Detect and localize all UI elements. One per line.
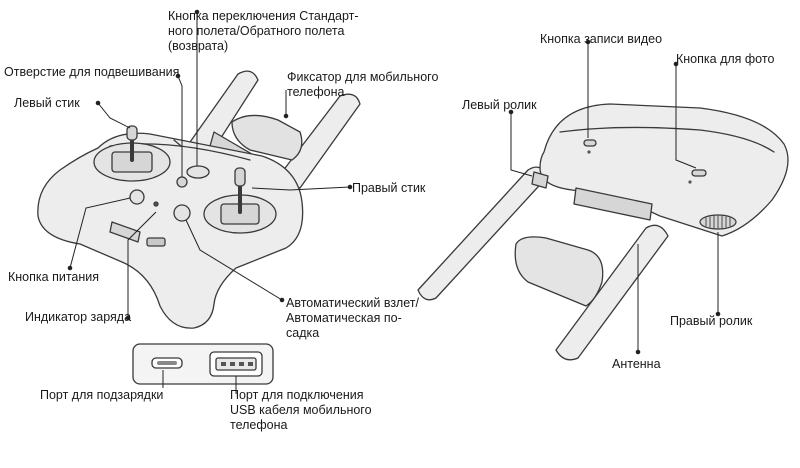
charge-indicator-label: Индикатор заряда xyxy=(25,310,132,324)
hanging-hole xyxy=(176,176,188,188)
left-dial-label: Левый ролик xyxy=(462,98,537,112)
phone-holder-rails xyxy=(182,70,361,189)
right-dial-label: Правый ролик xyxy=(670,314,753,328)
photo-button-label: Кнопка для фото xyxy=(676,52,775,66)
auto-takeoff-button xyxy=(173,204,191,222)
right-scroll-wheel xyxy=(699,214,737,230)
right-stick xyxy=(203,167,277,234)
controller-rear-view xyxy=(417,103,789,361)
record-button xyxy=(583,139,597,147)
power-button xyxy=(129,189,145,205)
hanging-hole-label: Отверстие для подвешивания xyxy=(4,65,180,79)
antenna-right xyxy=(555,224,669,361)
charge-indicator-led xyxy=(153,201,159,207)
mode-switch-button-label: Кнопка переключения Стандарт- ного полет… xyxy=(168,9,359,53)
left-scroll-wheel xyxy=(531,171,549,189)
power-button-label: Кнопка питания xyxy=(8,270,100,284)
auto-takeoff-label: Автоматический взлет/ Автоматическая по-… xyxy=(286,296,419,340)
controller-front-view xyxy=(37,70,361,329)
charging-port-label: Порт для подзарядки xyxy=(40,388,164,402)
leader-lines xyxy=(67,9,721,394)
bottom-ports xyxy=(109,221,166,247)
left-stick xyxy=(93,125,171,182)
record-button-label: Кнопка записи видео xyxy=(540,32,663,46)
right-stick-label: Правый стик xyxy=(352,181,426,195)
mode-switch-button xyxy=(186,165,210,179)
antenna-label: Антенна xyxy=(612,357,661,371)
photo-button xyxy=(691,169,707,177)
port-inset xyxy=(132,343,274,385)
left-stick-label: Левый стик xyxy=(14,96,80,110)
rear-phone-holder xyxy=(514,236,604,307)
usb-port-label: Порт для подключения USB кабеля мобильно… xyxy=(230,388,372,432)
phone-clamp-label: Фиксатор для мобильного телефона xyxy=(287,70,439,99)
rear-body xyxy=(539,103,789,237)
